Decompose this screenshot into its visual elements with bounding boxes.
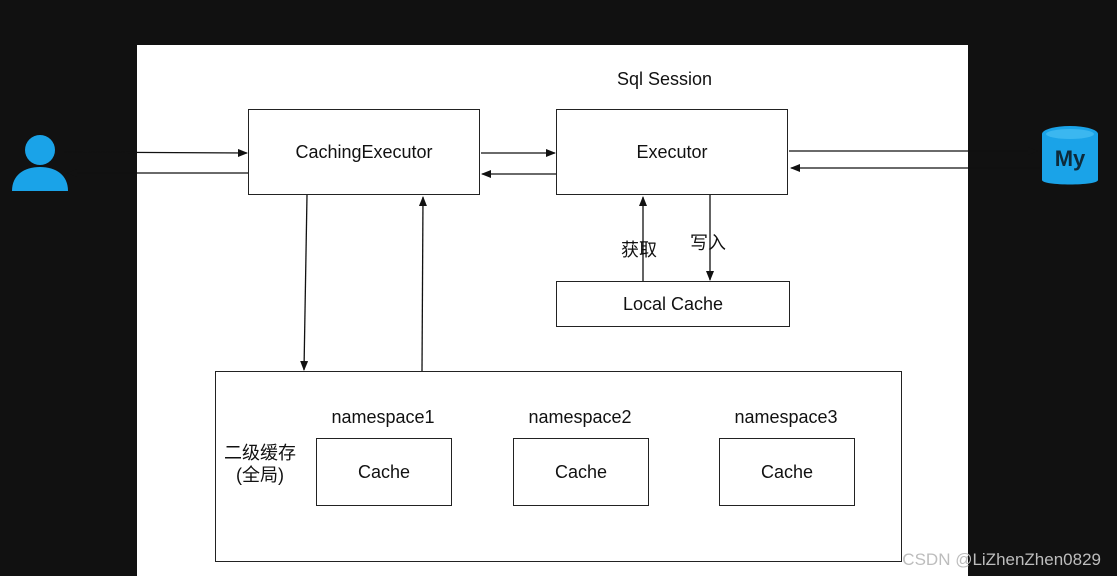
second-level-cache-line2: (全局) <box>236 465 284 485</box>
second-level-cache-line1: 二级缓存 <box>224 443 296 463</box>
session-title: Sql Session <box>617 69 713 89</box>
namespace-cache-label: Cache <box>760 461 814 482</box>
namespace-label: namespace1 <box>331 407 435 427</box>
caching-executor-box: CachingExecutor <box>248 109 480 195</box>
namespace-cache-box: Cache <box>513 438 649 506</box>
get-label: 获取 <box>621 240 657 260</box>
user-icon <box>12 135 68 191</box>
mysql-database-icon: My <box>1040 124 1100 190</box>
caching-executor-label: CachingExecutor <box>295 141 433 162</box>
namespace-label: namespace2 <box>528 407 632 427</box>
executor-box: Executor <box>556 109 788 195</box>
local-cache-box: Local Cache <box>556 281 790 327</box>
namespace-cache-box: Cache <box>316 438 452 506</box>
local-cache-label: Local Cache <box>622 293 724 314</box>
watermark: CSDN @LiZhenZhen0829 <box>902 550 1101 569</box>
mysql-icon-text: My <box>1054 146 1086 171</box>
second-level-cache-label: 二级缓存 (全局) <box>224 442 296 486</box>
namespace-cache-label: Cache <box>357 461 411 482</box>
executor-label: Executor <box>636 141 708 162</box>
namespace-cache-box: Cache <box>719 438 855 506</box>
namespace-label: namespace3 <box>734 407 838 427</box>
write-label: 写入 <box>690 233 726 253</box>
namespace-cache-label: Cache <box>554 461 608 482</box>
